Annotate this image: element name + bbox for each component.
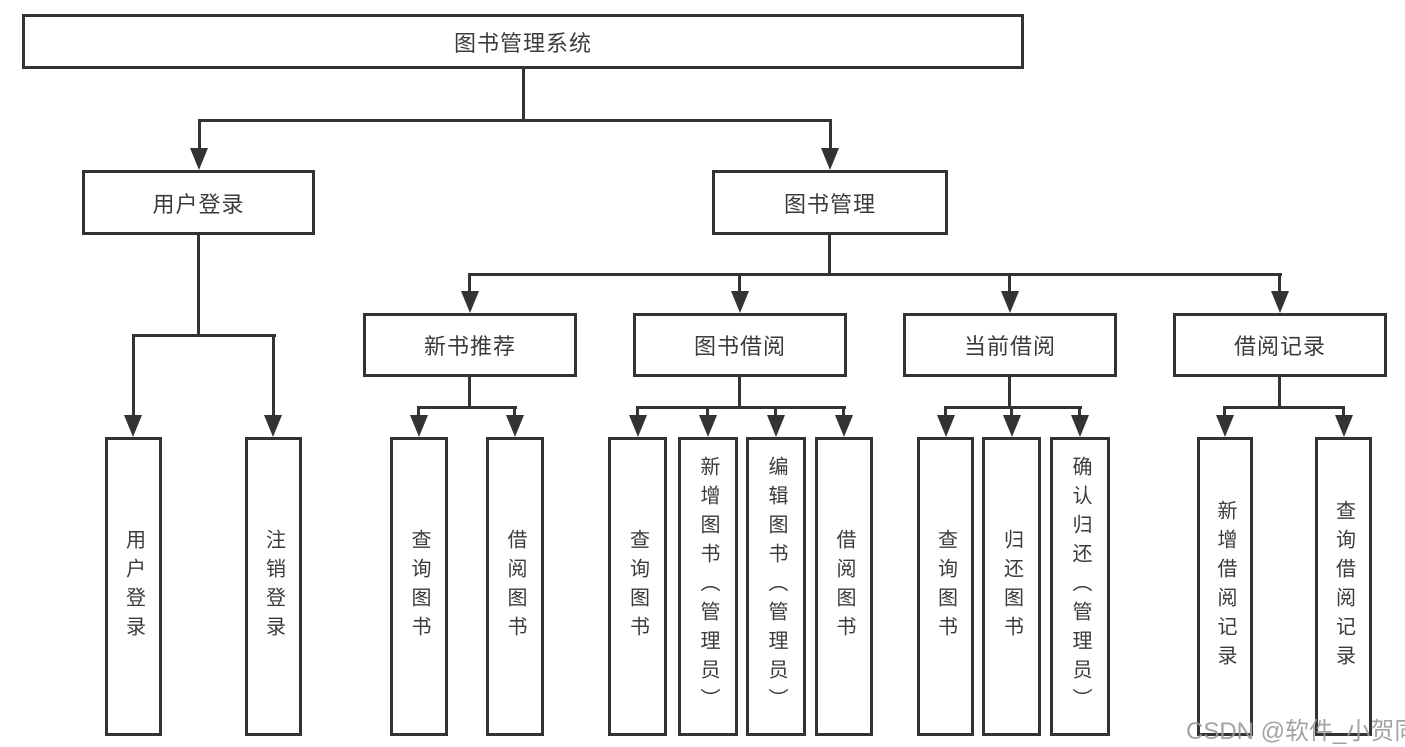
node-label: 新增图书（管理员） xyxy=(697,456,719,717)
connector-line xyxy=(1008,273,1011,297)
arrow-down-icon xyxy=(506,415,524,437)
node-label: 图书管理系统 xyxy=(453,30,592,56)
node-new-book-recommend: 新书推荐 xyxy=(363,313,577,377)
arrow-down-icon xyxy=(699,415,717,437)
connector-line xyxy=(738,377,741,409)
leaf-add-borrow-record: 新增借阅记录 xyxy=(1197,437,1253,736)
connector-line xyxy=(1223,406,1345,409)
leaf-query-borrow-record: 查询借阅记录 xyxy=(1315,437,1372,736)
connector-line xyxy=(468,377,471,409)
leaf-confirm-return-admin: 确认归还（管理员） xyxy=(1050,437,1110,736)
node-book-management: 图书管理 xyxy=(712,170,948,235)
node-label: 借阅图书 xyxy=(504,528,526,645)
leaf-edit-book-admin: 编辑图书（管理员） xyxy=(746,437,806,736)
leaf-add-book-admin: 新增图书（管理员） xyxy=(678,437,738,736)
node-label: 用户登录 xyxy=(122,528,145,645)
node-label: 图书管理 xyxy=(783,191,876,217)
connector-line xyxy=(468,273,471,297)
node-library-system: 图书管理系统 xyxy=(22,14,1024,69)
node-label: 查询图书 xyxy=(626,528,649,645)
connector-line xyxy=(198,119,832,122)
arrow-down-icon xyxy=(1001,291,1019,313)
leaf-borrow-books-recommend: 借阅图书 xyxy=(486,437,544,736)
connector-line xyxy=(132,334,276,337)
arrow-down-icon xyxy=(190,148,208,170)
connector-line xyxy=(468,273,1282,276)
connector-line xyxy=(198,119,201,152)
arrow-down-icon xyxy=(124,415,142,437)
node-label: 新书推荐 xyxy=(423,334,516,359)
leaf-query-books-current: 查询图书 xyxy=(917,437,974,736)
leaf-logout: 注销登录 xyxy=(245,437,302,736)
leaf-return-books: 归还图书 xyxy=(982,437,1041,736)
node-borrowing-records: 借阅记录 xyxy=(1173,313,1387,377)
arrow-down-icon xyxy=(1216,415,1234,437)
node-book-borrowing: 图书借阅 xyxy=(633,313,847,377)
arrow-down-icon xyxy=(461,291,479,313)
leaf-query-books-borrowing: 查询图书 xyxy=(608,437,667,736)
connector-line xyxy=(738,273,741,297)
connector-line xyxy=(272,334,275,418)
arrow-down-icon xyxy=(1271,291,1289,313)
connector-line xyxy=(944,406,1082,409)
arrow-down-icon xyxy=(1003,415,1021,437)
node-label: 图书借阅 xyxy=(693,334,786,359)
leaf-user-login: 用户登录 xyxy=(105,437,162,736)
arrow-down-icon xyxy=(821,148,839,170)
arrow-down-icon xyxy=(264,415,282,437)
connector-line xyxy=(828,235,831,275)
connector-line xyxy=(417,406,517,409)
connector-line xyxy=(197,235,200,337)
node-label: 借阅图书 xyxy=(833,528,855,645)
node-label: 归还图书 xyxy=(1000,528,1023,645)
arrow-down-icon xyxy=(767,415,785,437)
node-label: 编辑图书（管理员） xyxy=(765,456,787,717)
leaf-query-books-recommend: 查询图书 xyxy=(390,437,448,736)
connector-line xyxy=(1278,377,1281,409)
node-label: 当前借阅 xyxy=(963,334,1056,359)
arrow-down-icon xyxy=(1071,415,1089,437)
node-label: 确认归还（管理员） xyxy=(1069,456,1091,717)
node-label: 用户登录 xyxy=(152,191,245,217)
node-label: 借阅记录 xyxy=(1233,334,1326,359)
watermark: CSDN @软件_小贺同学 xyxy=(1186,718,1405,745)
node-user-login: 用户登录 xyxy=(82,170,315,235)
node-label: 查询图书 xyxy=(408,528,430,645)
arrow-down-icon xyxy=(937,415,955,437)
connector-line xyxy=(132,334,135,418)
node-label: 查询借阅记录 xyxy=(1332,499,1355,674)
node-label: 新增借阅记录 xyxy=(1214,499,1236,674)
connector-line xyxy=(636,406,846,409)
connector-line xyxy=(829,119,832,152)
connector-line xyxy=(1278,273,1281,297)
leaf-borrow-books-borrowing: 借阅图书 xyxy=(815,437,873,736)
arrow-down-icon xyxy=(835,415,853,437)
node-label: 注销登录 xyxy=(262,528,285,645)
arrow-down-icon xyxy=(731,291,749,313)
arrow-down-icon xyxy=(1335,415,1353,437)
connector-line xyxy=(522,69,525,121)
node-current-borrowing: 当前借阅 xyxy=(903,313,1117,377)
arrow-down-icon xyxy=(410,415,428,437)
node-label: 查询图书 xyxy=(934,528,957,645)
connector-line xyxy=(1008,377,1011,409)
arrow-down-icon xyxy=(629,415,647,437)
